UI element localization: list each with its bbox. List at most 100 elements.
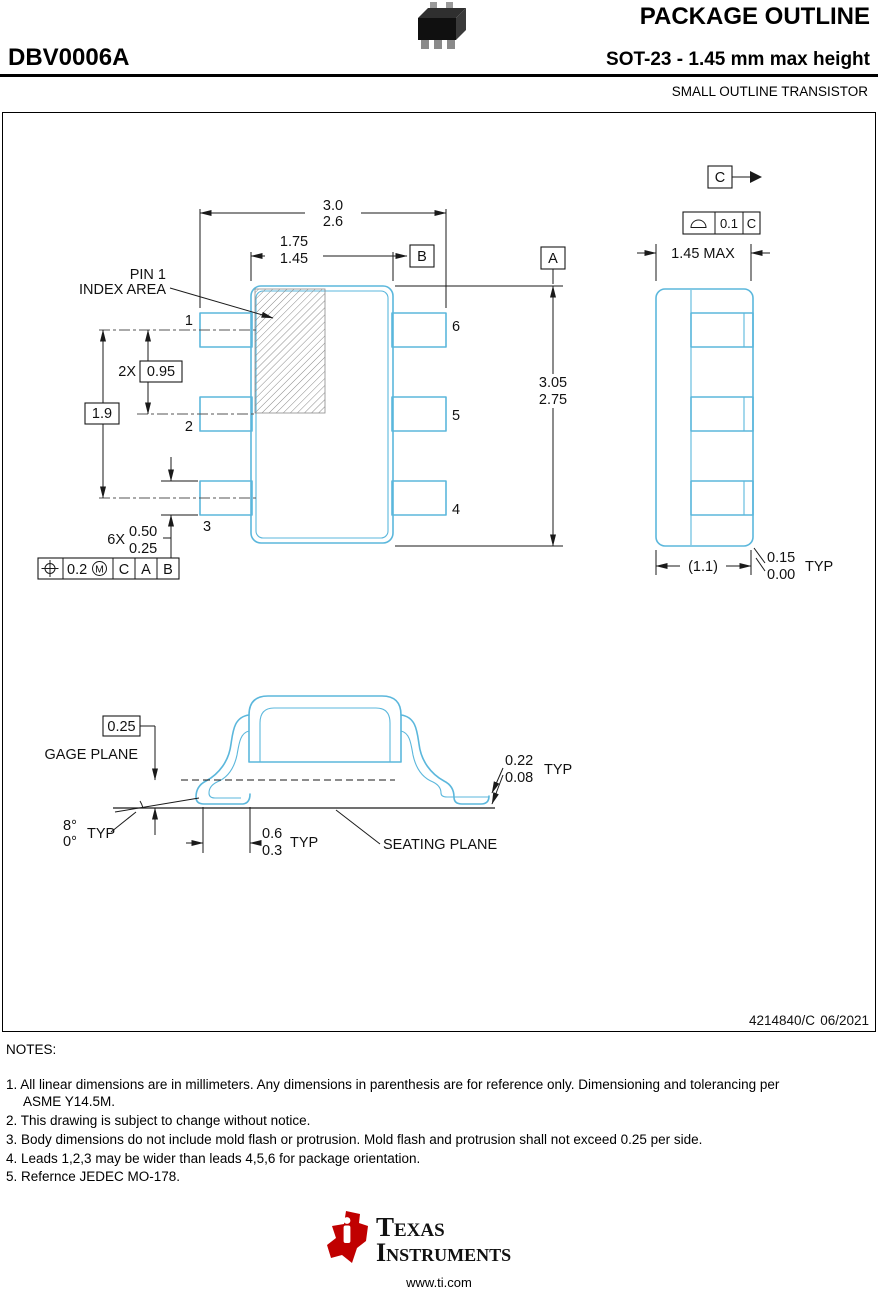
- fcf-tolerance: 0.2: [67, 562, 87, 578]
- side-lead-3: [690, 480, 754, 516]
- pin-number-4: 4: [452, 502, 460, 518]
- pin-centerlines: [99, 329, 256, 499]
- pin-number-6: 6: [452, 319, 460, 335]
- angle-max: 8°: [63, 818, 77, 834]
- datum-c-label: C: [715, 170, 725, 186]
- profile-frame-outline: [682, 211, 761, 235]
- datum-b-frame: [409, 244, 435, 268]
- pin-4-pad: [391, 480, 447, 516]
- dim-body-length-min: 2.75: [539, 392, 567, 408]
- package-lead-bottom-3: [447, 40, 455, 49]
- note-item-2: 2. This drawing is subject to change wit…: [6, 1112, 311, 1128]
- note-item-1: 1. All linear dimensions are in millimet…: [6, 1077, 780, 1109]
- front-body-inner-line: [259, 707, 391, 762]
- lead-thickness-max: 0.22: [505, 753, 533, 769]
- package-lead-bottom-1: [421, 40, 429, 49]
- side-body-outline: [655, 288, 754, 547]
- ti-bug-i-stem: [343, 1225, 351, 1243]
- span-value: 1.9: [92, 406, 112, 422]
- notes-section: NOTES: 1. All linear dimensions are in m…: [0, 1032, 828, 1186]
- page-header: PACKAGE OUTLINE DBV0006A SOT-23 - 1.45 m…: [0, 0, 878, 77]
- body-outline: [250, 285, 394, 544]
- dim-standoff-min: 0.00: [767, 567, 795, 583]
- pin-number-2: 2: [185, 419, 193, 435]
- dim-text-bg: [680, 556, 726, 575]
- dim-overall-width-max: 3.0: [323, 198, 343, 214]
- foot-length-max: 0.6: [262, 826, 282, 842]
- right-lead-inner-edge: [400, 730, 489, 798]
- mmc-modifier-label: M: [95, 564, 104, 576]
- logo-word-instruments: Instruments: [376, 1238, 511, 1267]
- front-body-outline: [248, 695, 402, 763]
- fcf-datum-3: B: [163, 562, 173, 578]
- right-lead-outer-edge: [400, 714, 490, 805]
- note-item-4: 4. Leads 1,2,3 may be wider than leads 4…: [6, 1150, 421, 1166]
- fcf-outline: [37, 557, 180, 580]
- pitch-count: 2X: [118, 364, 136, 380]
- lead-thickness-typ: TYP: [544, 762, 572, 778]
- package-top-face: [418, 8, 466, 18]
- profile-frame-dividers: [714, 212, 744, 234]
- lead-thickness-leader-1: [491, 767, 504, 794]
- website-link[interactable]: www.ti.com: [406, 1275, 472, 1290]
- dim-body-width-min: 1.45: [280, 251, 308, 267]
- profile-tolerance-frame: 0.1 C: [682, 211, 761, 235]
- front-view-dimensions: 0.25 GAGE PLANE 0.22 0.08 TYP 8° 0° TYP …: [45, 715, 572, 859]
- side-lead-2: [690, 396, 754, 432]
- pin-number-3: 3: [203, 519, 211, 535]
- page-title: PACKAGE OUTLINE: [639, 3, 870, 30]
- angle-min: 0°: [63, 834, 77, 850]
- lead-width-max: 0.50: [129, 524, 157, 540]
- ti-bug-i-dot: [343, 1217, 351, 1224]
- side-view-dimensions: C 0.1 C 1.45 MAX (1.1) 0.15 0.00: [637, 165, 833, 583]
- surface-profile-symbol-icon: [690, 219, 707, 228]
- front-view-geometry: [195, 695, 490, 805]
- ti-logo: Texas Instruments: [327, 1211, 511, 1267]
- front-view: 0.25 GAGE PLANE 0.22 0.08 TYP 8° 0° TYP …: [45, 695, 572, 859]
- doc-number: 4214840/C: [749, 1013, 815, 1028]
- package-lead-top-1: [430, 2, 437, 10]
- pin1-index-hatch-area: [254, 288, 326, 414]
- foot-length-typ: TYP: [290, 835, 318, 851]
- left-lead-inner-edge: [208, 730, 250, 799]
- datum-c-arrow: [750, 171, 762, 183]
- pin1-index-label-line1: PIN 1: [130, 267, 166, 283]
- standoff-leader-1: [753, 547, 766, 564]
- top-view-geometry: [199, 285, 447, 544]
- standoff-leader-2: [755, 557, 766, 572]
- lead-thickness-min: 0.08: [505, 770, 533, 786]
- foot-length-min: 0.3: [262, 843, 282, 859]
- pin-5-pad: [391, 396, 447, 432]
- dim-standoff-typ: TYP: [805, 559, 833, 575]
- package-outline-drawing: 3.0 2.6 1.75 1.45 B A PIN 1 INDEX AREA 2…: [37, 165, 869, 1028]
- top-view: 3.0 2.6 1.75 1.45 B A PIN 1 INDEX AREA 2…: [37, 197, 580, 580]
- drawing-frame: 3.0 2.6 1.75 1.45 B A PIN 1 INDEX AREA 2…: [2, 112, 876, 1032]
- dim-body-length-max: 3.05: [539, 375, 567, 391]
- pin1-index-leader: [169, 287, 274, 319]
- notes-heading: NOTES:: [6, 1042, 57, 1057]
- doc-date: 06/2021: [820, 1013, 869, 1028]
- note-item-3: 3. Body dimensions do not include mold f…: [6, 1131, 703, 1147]
- left-lead-outer-edge: [195, 714, 251, 805]
- fcf-datum-2: A: [141, 562, 151, 578]
- dim-overall-width-min: 2.6: [323, 214, 343, 230]
- package-lead-top-2: [446, 2, 453, 10]
- dim-text-bg: [305, 197, 361, 230]
- lead-thickness-leader-2: [491, 774, 504, 805]
- angle-leader: [110, 811, 137, 833]
- seating-plane-leader: [335, 809, 381, 845]
- gage-plane-label: GAGE PLANE: [45, 747, 139, 763]
- top-view-dimensions: 3.0 2.6 1.75 1.45 B A PIN 1 INDEX AREA 2…: [37, 197, 580, 580]
- seating-plane-label: SEATING PLANE: [383, 837, 497, 853]
- angle-reference-line: [114, 797, 200, 813]
- pin-6-pad: [391, 312, 447, 348]
- pin-number-5: 5: [452, 408, 460, 424]
- note-item-5: 5. Refernce JEDEC MO-178.: [6, 1169, 181, 1185]
- side-view-geometry: [655, 288, 754, 547]
- datum-b-label: B: [417, 249, 427, 265]
- title-block: 4214840/C 06/2021: [749, 1013, 869, 1028]
- profile-datum-ref: C: [747, 216, 756, 231]
- part-number: DBV0006A: [8, 44, 130, 71]
- dim-standoff-max: 0.15: [767, 550, 795, 566]
- gage-offset-value: 0.25: [107, 719, 135, 735]
